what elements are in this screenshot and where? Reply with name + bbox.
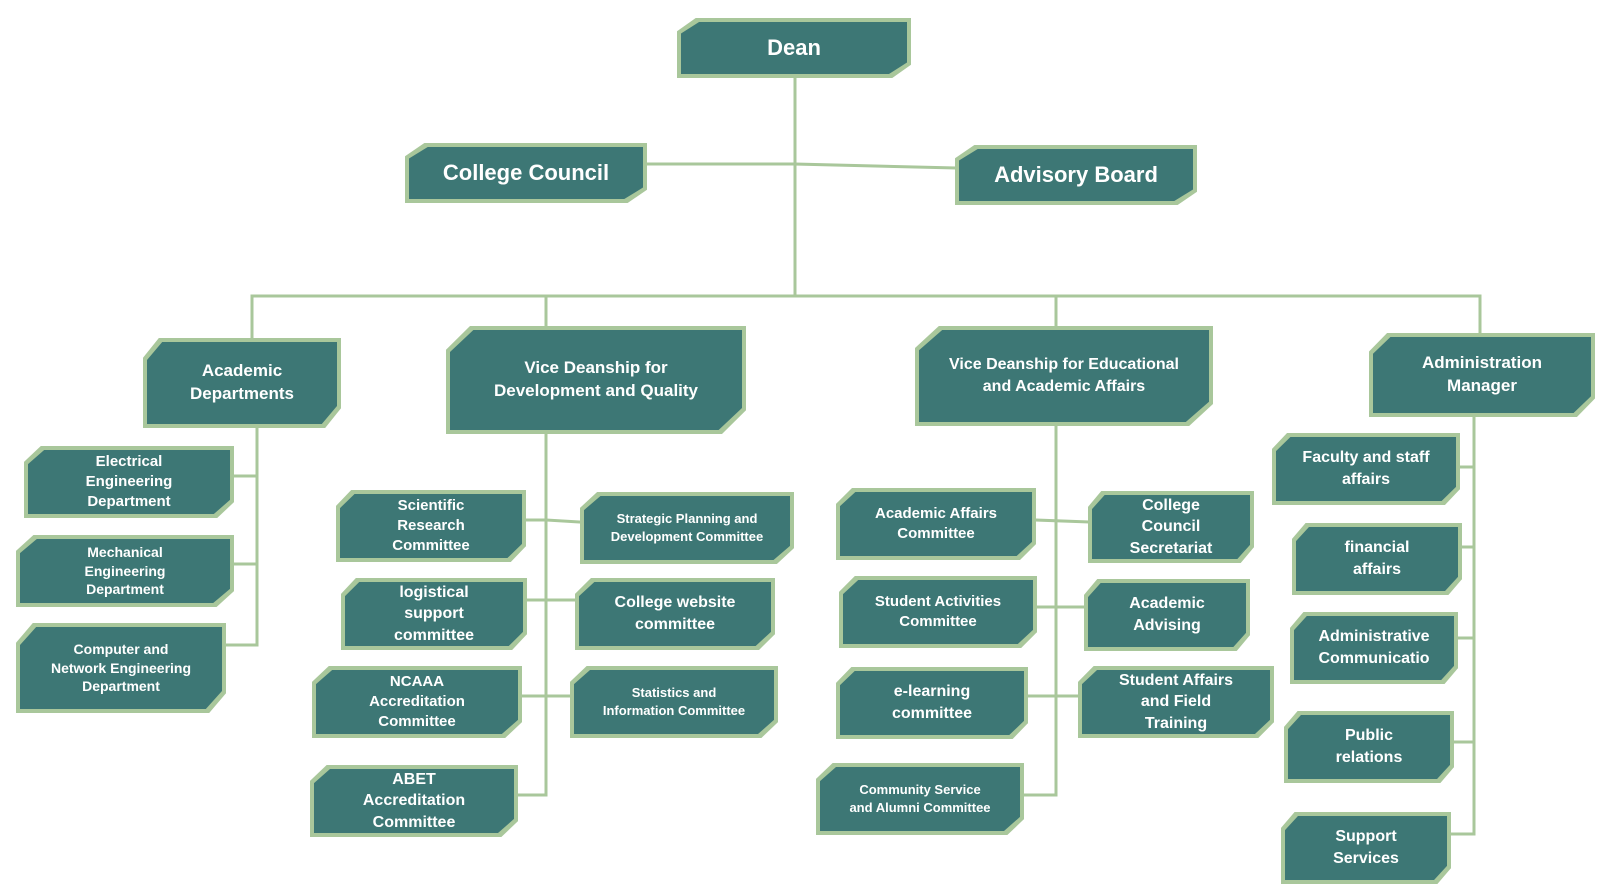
node-frame-admin-comm: Administrative Communicatio <box>1290 612 1458 684</box>
node-community-service: Community Service and Alumni Committee <box>820 767 1020 831</box>
node-frame-ee-dept: Electrical Engineering Department <box>24 446 234 518</box>
connector-line <box>1034 518 1090 524</box>
node-council-secretariat: College Council Secretariat <box>1092 495 1250 559</box>
node-frame-vd-educational: Vice Deanship for Educational and Academ… <box>915 326 1213 426</box>
node-frame-financial: financial affairs <box>1292 523 1462 595</box>
node-frame-elearning: e-learning committee <box>836 667 1028 739</box>
node-strategic-planning: Strategic Planning and Development Commi… <box>584 496 790 560</box>
node-label: Support Services <box>1333 828 1399 867</box>
node-frame-academic-affairs-comm: Academic Affairs Committee <box>836 488 1036 560</box>
connector-line <box>544 518 582 524</box>
node-label: Strategic Planning and Development Commi… <box>610 511 764 544</box>
node-label: Student Affairs and Field Training <box>1118 671 1234 732</box>
node-label: Student Activities Committee <box>874 592 1002 630</box>
node-ee-dept: Electrical Engineering Department <box>28 450 230 514</box>
node-elearning: e-learning committee <box>840 671 1024 735</box>
node-frame-dean: Dean <box>677 18 911 78</box>
node-label: logistical support committee <box>393 583 475 644</box>
node-label: Statistics and Information Committee <box>602 685 746 718</box>
node-label: Academic Affairs Committee <box>875 504 997 542</box>
node-frame-strategic-planning: Strategic Planning and Development Commi… <box>580 492 794 564</box>
node-label: Administrative Communicatio <box>1318 628 1430 667</box>
node-financial: financial affairs <box>1296 527 1458 591</box>
node-label: Dean <box>767 35 821 61</box>
node-frame-council-secretariat: College Council Secretariat <box>1088 491 1254 563</box>
node-vd-development: Vice Deanship for Development and Qualit… <box>450 330 742 430</box>
node-logistical-support: logistical support committee <box>345 582 523 646</box>
node-advisory-board: Advisory Board <box>959 149 1193 201</box>
node-label: College website committee <box>614 594 736 633</box>
node-label: Computer and Network Engineering Departm… <box>50 640 192 695</box>
node-frame-student-activities: Student Activities Committee <box>839 576 1037 648</box>
node-label: College Council <box>442 160 610 186</box>
node-student-activities: Student Activities Committee <box>843 580 1033 644</box>
node-frame-ncaaa: NCAAA Accreditation Committee <box>312 666 522 738</box>
node-frame-public-relations: Public relations <box>1284 711 1454 783</box>
node-frame-community-service: Community Service and Alumni Committee <box>816 763 1024 835</box>
connector-line <box>793 162 957 170</box>
node-frame-me-dept: Mechanical Engineering Department <box>16 535 234 607</box>
node-frame-scientific-research: Scientific Research Committee <box>336 490 526 562</box>
node-statistics-info: Statistics and Information Committee <box>574 670 774 734</box>
node-abet: ABET Accreditation Committee <box>314 769 514 833</box>
node-label: Scientific Research Committee <box>392 496 470 555</box>
node-academic-advising: Academic Advising <box>1088 583 1246 647</box>
node-scientific-research: Scientific Research Committee <box>340 494 522 558</box>
node-label: Academic Advising <box>1129 595 1205 634</box>
node-faculty-staff: Faculty and staff affairs <box>1276 437 1456 501</box>
node-label: Advisory Board <box>994 162 1158 188</box>
node-label: Academic Departments <box>190 361 294 403</box>
node-label: Vice Deanship for Educational and Academ… <box>949 356 1179 395</box>
node-admin-comm: Administrative Communicatio <box>1294 616 1454 680</box>
node-frame-cne-dept: Computer and Network Engineering Departm… <box>16 623 226 713</box>
node-frame-support-services: Support Services <box>1281 812 1451 884</box>
node-frame-advisory-board: Advisory Board <box>955 145 1197 205</box>
node-frame-academic-advising: Academic Advising <box>1084 579 1250 651</box>
node-label: ABET Accreditation Committee <box>362 770 466 831</box>
node-admin-manager: Administration Manager <box>1373 337 1591 413</box>
node-label: Administration Manager <box>1422 353 1542 395</box>
node-label: Electrical Engineering Department <box>85 452 173 511</box>
node-label: Vice Deanship for Development and Qualit… <box>493 358 699 400</box>
node-frame-statistics-info: Statistics and Information Committee <box>570 666 778 738</box>
node-frame-vd-development: Vice Deanship for Development and Qualit… <box>446 326 746 434</box>
node-public-relations: Public relations <box>1288 715 1450 779</box>
node-college-council: College Council <box>409 147 643 199</box>
node-frame-college-website: College website committee <box>575 578 775 650</box>
node-cne-dept: Computer and Network Engineering Departm… <box>20 627 222 709</box>
node-label: College Council Secretariat <box>1129 496 1213 557</box>
node-vd-educational: Vice Deanship for Educational and Academ… <box>919 330 1209 422</box>
node-student-affairs-training: Student Affairs and Field Training <box>1082 670 1270 734</box>
node-label: Community Service and Alumni Committee <box>849 782 991 815</box>
node-frame-academic-departments: Academic Departments <box>143 338 341 428</box>
node-me-dept: Mechanical Engineering Department <box>20 539 230 603</box>
node-frame-abet: ABET Accreditation Committee <box>310 765 518 837</box>
node-academic-affairs-comm: Academic Affairs Committee <box>840 492 1032 556</box>
node-ncaaa: NCAAA Accreditation Committee <box>316 670 518 734</box>
node-label: NCAAA Accreditation Committee <box>369 672 465 731</box>
node-label: Faculty and staff affairs <box>1302 449 1430 488</box>
node-support-services: Support Services <box>1285 816 1447 880</box>
node-frame-student-affairs-training: Student Affairs and Field Training <box>1078 666 1274 738</box>
node-frame-logistical-support: logistical support committee <box>341 578 527 650</box>
node-frame-admin-manager: Administration Manager <box>1369 333 1595 417</box>
node-label: financial affairs <box>1344 539 1410 578</box>
node-label: e-learning committee <box>891 683 973 722</box>
node-label: Public relations <box>1335 727 1403 766</box>
node-frame-college-council: College Council <box>405 143 647 203</box>
node-college-website: College website committee <box>579 582 771 646</box>
node-dean: Dean <box>681 22 907 74</box>
node-label: Mechanical Engineering Department <box>84 543 166 598</box>
node-academic-departments: Academic Departments <box>147 342 337 424</box>
node-frame-faculty-staff: Faculty and staff affairs <box>1272 433 1460 505</box>
